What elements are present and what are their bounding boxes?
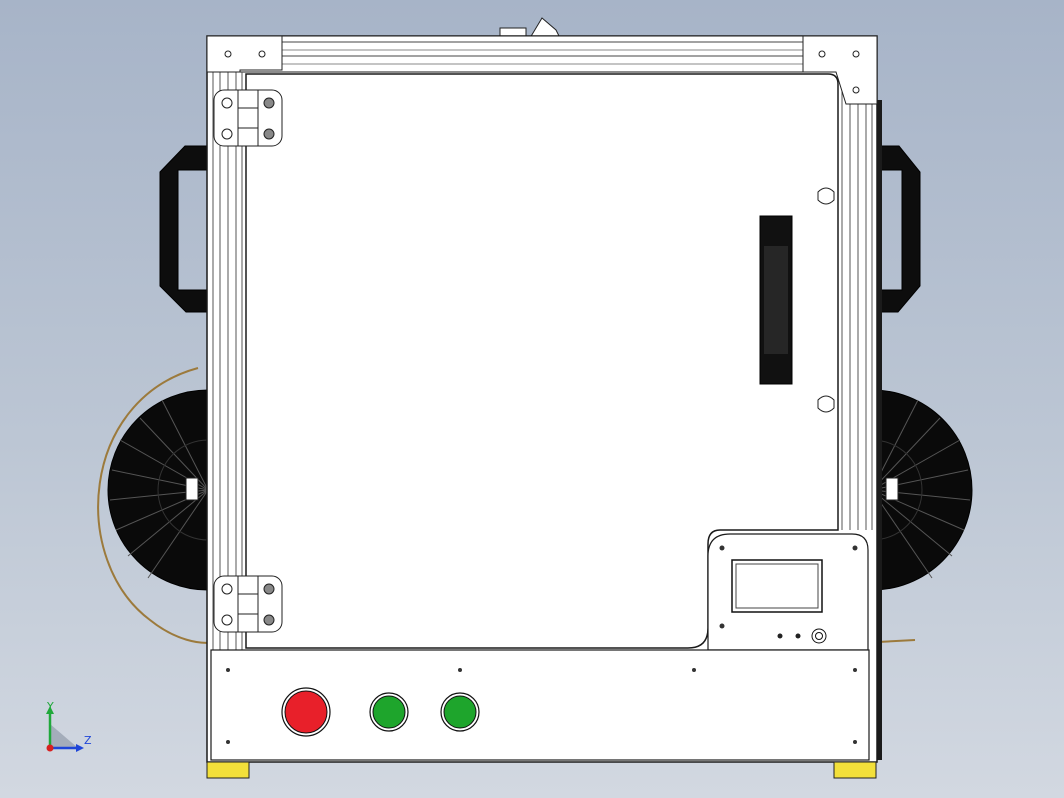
x-axis-point	[46, 744, 54, 752]
orientation-triad[interactable]: Y Z	[46, 700, 92, 752]
foot-left	[206, 761, 250, 779]
usb-port-icon[interactable]	[777, 633, 783, 639]
latch-loop-top	[817, 187, 835, 205]
hinge-top	[213, 89, 283, 147]
foot-right	[833, 761, 877, 779]
top-clip	[499, 17, 561, 39]
hinge-bottom	[213, 575, 283, 633]
filament-strand	[97, 367, 216, 644]
front-door-panel[interactable]	[245, 73, 839, 649]
rotary-knob[interactable]	[811, 628, 827, 644]
corner-bracket-top-right	[802, 35, 878, 105]
door-handle[interactable]	[759, 215, 793, 385]
right-carry-handle[interactable]	[876, 145, 921, 313]
lcd-screen[interactable]	[731, 559, 823, 613]
triad-y-label: Y	[46, 700, 54, 713]
green-button-left[interactable]	[369, 692, 409, 732]
red-emergency-button[interactable]	[281, 687, 331, 737]
triad-z-label: Z	[84, 734, 92, 747]
latch-loop-bottom	[817, 395, 835, 413]
rear-panel-edge	[874, 100, 882, 760]
green-button-right[interactable]	[440, 692, 480, 732]
corner-bracket-top-left	[206, 35, 283, 73]
left-carry-handle[interactable]	[159, 145, 208, 313]
filament-strand-right	[877, 639, 916, 643]
sd-slot-icon[interactable]	[795, 633, 801, 639]
